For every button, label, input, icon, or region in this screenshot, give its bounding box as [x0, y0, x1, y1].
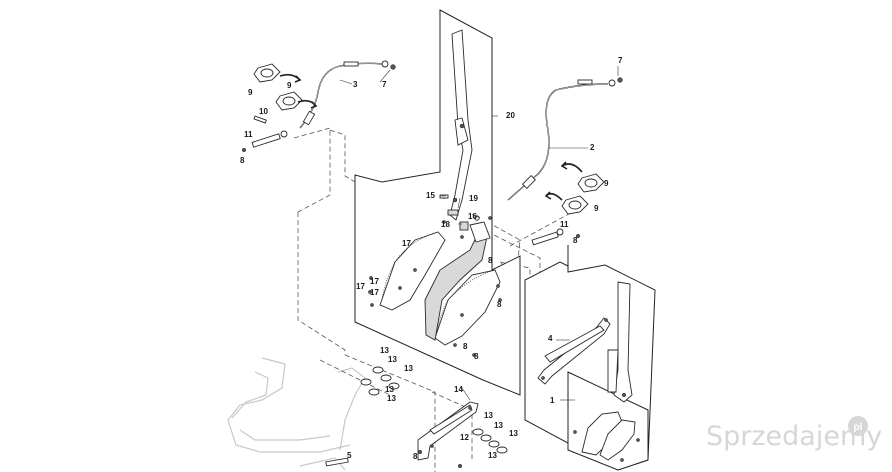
- mount-bracket-14: [417, 401, 479, 461]
- callout-19: 19: [469, 194, 478, 203]
- callout-8-g: 8: [413, 452, 418, 461]
- direction-arrows: [279, 73, 583, 201]
- callout-12: 12: [460, 433, 469, 442]
- callout-8-f: 8: [474, 352, 479, 361]
- callout-13-c: 13: [404, 364, 413, 373]
- cable-left: [299, 60, 396, 129]
- watermark-badge-icon: [848, 416, 868, 436]
- sector-plate-right: [434, 269, 501, 346]
- callout-13-a: 13: [380, 346, 389, 355]
- callout-8-a: 8: [240, 156, 245, 165]
- clip-left-lower: [275, 91, 303, 111]
- frame-outline: [227, 357, 366, 471]
- callout-17-a: 17: [402, 239, 411, 248]
- callout-8-b: 8: [573, 236, 578, 245]
- bracket-link-4: [537, 317, 611, 385]
- washer-stack-left: [360, 366, 400, 396]
- lever-arm: [449, 29, 473, 221]
- callout-8-c: 8: [488, 256, 493, 265]
- callout-labels: 1 2 3 4 5 7 7 8 8 8 8 8 8 8 9 9 9 9 10 1…: [240, 56, 623, 461]
- callout-13-f: 13: [484, 411, 493, 420]
- callout-4: 4: [548, 334, 553, 343]
- callout-13-e: 13: [387, 394, 396, 403]
- clip-right-lower: [561, 195, 589, 215]
- callout-13-h: 13: [509, 429, 518, 438]
- callout-13-g: 13: [494, 421, 503, 430]
- center-bracket: [424, 209, 491, 341]
- callout-15: 15: [426, 191, 435, 200]
- callout-10: 10: [259, 107, 268, 116]
- lever-right-1: [607, 281, 633, 403]
- callout-13-i: 13: [488, 451, 497, 460]
- callout-20: 20: [506, 111, 515, 120]
- pin-right: [531, 228, 581, 246]
- callout-7-right: 7: [618, 56, 623, 65]
- watermark: Sprzedajemy pl: [706, 416, 882, 452]
- sector-plate-left: [379, 231, 446, 311]
- callout-1: 1: [550, 396, 555, 405]
- callout-17-c: 17: [370, 277, 379, 286]
- callout-11-b: 11: [560, 220, 569, 229]
- callout-3: 3: [353, 80, 358, 89]
- callout-9-c: 9: [604, 179, 609, 188]
- callout-7-left: 7: [382, 80, 387, 89]
- callout-9-b: 9: [287, 81, 292, 90]
- callout-8-e: 8: [463, 342, 468, 351]
- clip-left-upper: [253, 63, 281, 83]
- callout-11-a: 11: [244, 130, 253, 139]
- callout-17-b: 17: [356, 282, 365, 291]
- leader-lines: [339, 66, 619, 401]
- callout-2: 2: [590, 143, 595, 152]
- callout-13-d: 13: [385, 385, 394, 394]
- callout-17-d: 17: [370, 288, 379, 297]
- watermark-badge: pl: [854, 422, 863, 433]
- callout-9-a: 9: [248, 88, 253, 97]
- sector-plate-small: [573, 411, 640, 462]
- callout-9-d: 9: [594, 204, 599, 213]
- clip-right-upper: [577, 173, 605, 193]
- callout-8-d: 8: [497, 300, 502, 309]
- callout-16: 16: [468, 212, 477, 221]
- pin-left: [241, 115, 288, 153]
- washer-stack-right: [417, 428, 508, 469]
- callout-13-b: 13: [388, 355, 397, 364]
- cable-right: [507, 77, 623, 201]
- callout-18: 18: [441, 220, 450, 229]
- panel-screws: [368, 195, 502, 357]
- callout-14: 14: [454, 385, 463, 394]
- callout-5: 5: [347, 451, 352, 460]
- bolt-5: [325, 457, 349, 467]
